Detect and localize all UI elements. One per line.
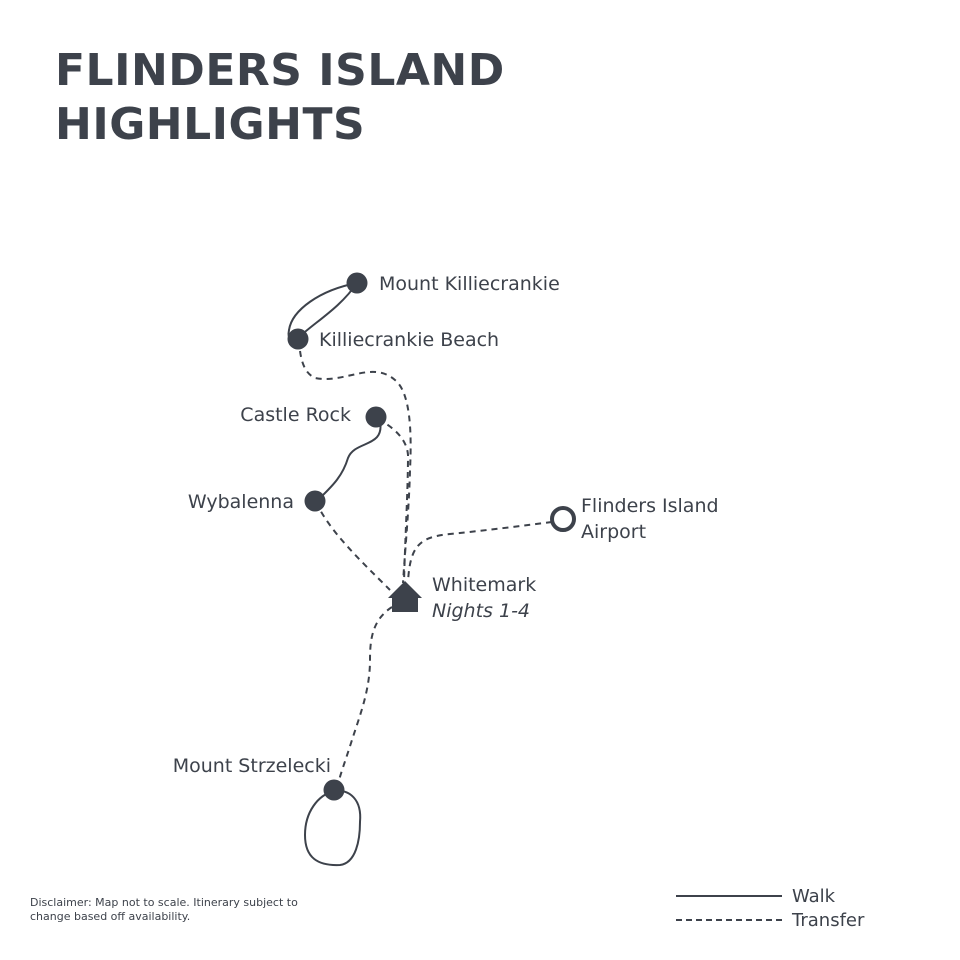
legend-walk-label: Walk <box>792 885 836 907</box>
legend-walk-line <box>676 895 782 897</box>
label-whitemark: Whitemark <box>432 574 536 596</box>
map-title-line-2: HIGHLIGHTS <box>55 99 366 150</box>
marker-wybalenna[interactable] <box>304 490 326 512</box>
label-airport-line-2: Airport <box>581 521 646 543</box>
label-whitemark-nights: Nights 1-4 <box>432 600 530 622</box>
walk-route-strzelecki-loop <box>304 789 362 867</box>
map-title-line-1: FLINDERS ISLAND <box>55 45 505 96</box>
transfer-route-castle-rock-whitemark <box>377 418 409 584</box>
label-castle-rock: Castle Rock <box>240 404 351 426</box>
transfer-route-whitemark-strzelecki <box>336 606 393 789</box>
label-killiecrankie-beach: Killiecrankie Beach <box>319 329 499 351</box>
legend-transfer-label: Transfer <box>792 909 865 931</box>
label-wybalenna: Wybalenna <box>188 491 294 513</box>
legend-item-walk: Walk <box>676 884 926 908</box>
marker-killiecrankie-beach[interactable] <box>287 328 309 350</box>
legend: Walk Transfer <box>676 884 926 932</box>
label-mount-killiecrankie: Mount Killiecrankie <box>379 273 560 295</box>
marker-airport-ring[interactable] <box>550 506 576 532</box>
transfer-route-wybalenna-whitemark <box>315 501 391 591</box>
transfer-route-airport-whitemark <box>407 521 553 583</box>
label-mount-strzelecki: Mount Strzelecki <box>173 755 331 777</box>
walk-route-castle-rock-wybalenna <box>317 420 382 501</box>
disclaimer-text: Disclaimer: Map not to scale. Itinerary … <box>30 896 298 923</box>
marker-mount-strzelecki[interactable] <box>323 779 345 801</box>
transfer-route-killiecrankie-whitemark <box>298 339 412 584</box>
marker-castle-rock[interactable] <box>365 406 387 428</box>
marker-mount-killiecrankie[interactable] <box>346 272 368 294</box>
home-icon[interactable] <box>388 581 422 612</box>
label-airport-line-1: Flinders Island <box>581 495 719 517</box>
map-title: FLINDERS ISLAND HIGHLIGHTS <box>55 44 575 152</box>
legend-item-transfer: Transfer <box>676 908 926 932</box>
legend-transfer-line <box>676 919 782 921</box>
